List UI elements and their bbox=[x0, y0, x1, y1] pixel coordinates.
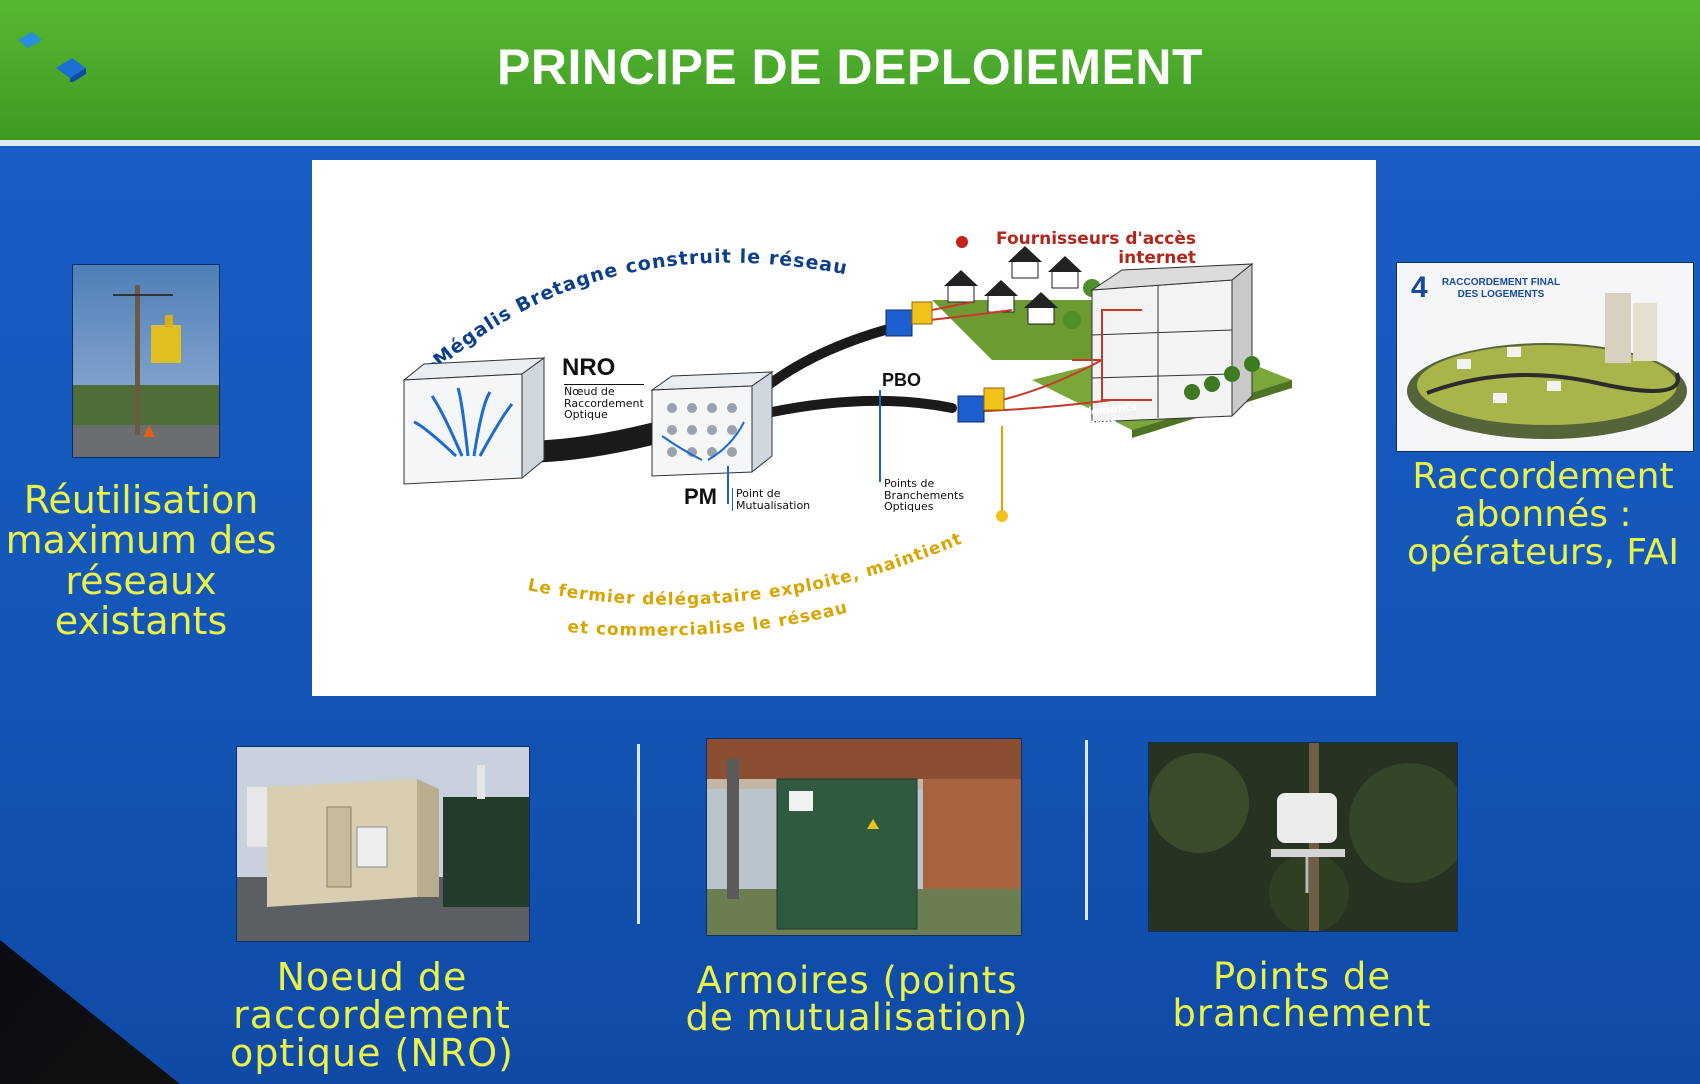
header-bar bbox=[0, 0, 1700, 140]
header-divider bbox=[0, 140, 1700, 146]
dark-corner bbox=[0, 940, 180, 1084]
nro-abbr: NRO bbox=[562, 354, 616, 381]
bottom-separator-1 bbox=[637, 744, 640, 924]
deployment-diagram: Mégalis Bretagne construit le réseau bbox=[312, 160, 1376, 696]
thumb-step-number: 4 bbox=[1411, 271, 1428, 304]
pbo-caption: Points de branchement bbox=[1172, 955, 1432, 1035]
right-caption: Raccordement abonnés : opérateurs, FAI bbox=[1406, 456, 1680, 574]
pbo-abbr: PBO bbox=[882, 370, 922, 390]
pm-label: Point de Mutualisation bbox=[732, 488, 810, 512]
pm-caption: Armoires (points de mutualisation) bbox=[685, 959, 1029, 1039]
nro-label: Nœud de Raccordement Optique bbox=[564, 384, 644, 422]
trees-icon bbox=[1184, 356, 1260, 400]
cube-logo-icon bbox=[18, 32, 86, 82]
arc-bottom-text: Le fermier délégataire exploite, maintie… bbox=[526, 529, 965, 610]
slide-title: PRINCIPE DE DEPLOIEMENT bbox=[496, 39, 1204, 95]
arc-top-text: Mégalis Bretagne construit le réseau bbox=[429, 246, 850, 372]
pm-cabinet-photo bbox=[706, 738, 1022, 936]
nro-cabinet-icon bbox=[402, 357, 546, 485]
fai-label: Fournisseurs d'accès internet bbox=[996, 229, 1196, 268]
pbo-box-icon bbox=[885, 301, 1005, 423]
nro-caption: Noeud de raccordement optique (NRO) bbox=[230, 955, 514, 1075]
thumb-label: RACCORDEMENT FINAL DES LOGEMENTS bbox=[1441, 277, 1561, 300]
amber-bullet-icon bbox=[996, 510, 1008, 522]
pm-cabinet-icon bbox=[650, 371, 774, 477]
red-bullet-icon bbox=[956, 236, 968, 248]
final-connection-thumbnail: 4 RACCORDEMENT FINAL DES LOGEMENTS bbox=[1396, 262, 1694, 452]
pbo-label: Points de Branchements Optiques bbox=[884, 477, 965, 514]
pm-abbr: PM bbox=[684, 484, 717, 509]
houses-icon bbox=[944, 246, 1101, 329]
apartment-building-icon bbox=[1072, 262, 1254, 423]
branching-point-photo bbox=[1148, 742, 1458, 932]
nro-shelter-photo bbox=[236, 746, 530, 942]
existing-network-photo bbox=[72, 264, 220, 458]
left-caption: Réutilisation maximum des réseaux exista… bbox=[5, 478, 277, 643]
bottom-separator-2 bbox=[1085, 740, 1088, 920]
